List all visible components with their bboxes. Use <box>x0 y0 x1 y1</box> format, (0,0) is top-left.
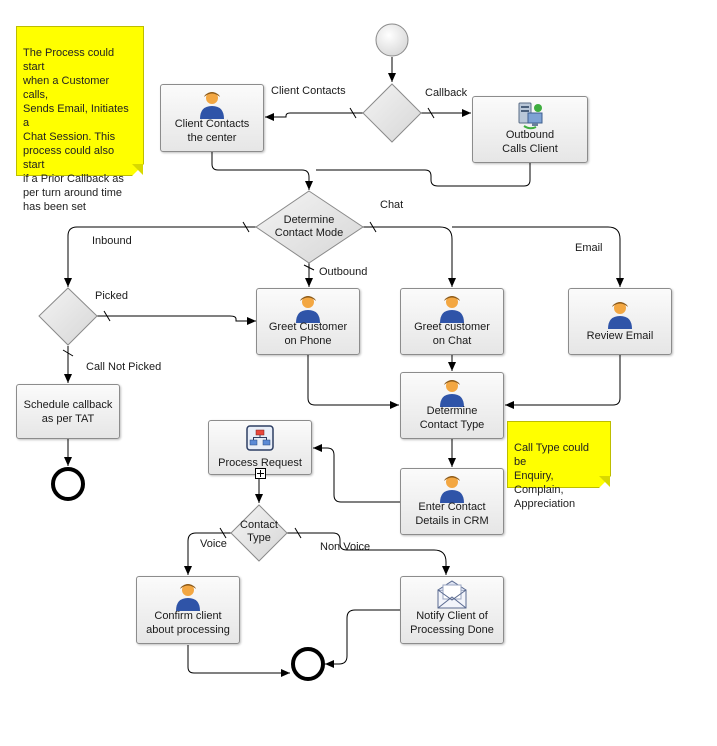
task-label: Greet customer on Chat <box>414 321 490 347</box>
task-label: Enter Contact Details in CRM <box>415 501 489 527</box>
task-label: Greet Customer on Phone <box>268 321 348 347</box>
flow-label-email: Email <box>575 242 603 254</box>
task-label: Outbound Calls Client <box>502 129 558 155</box>
flow-email-to-type <box>505 355 621 409</box>
note-fold-shadow <box>132 164 143 175</box>
callback-gateway[interactable] <box>362 83 422 143</box>
flow-crm-to-process <box>313 444 400 503</box>
task-label: Review Email <box>586 330 654 342</box>
gateway-label-contact-type: Contact Type <box>240 519 278 544</box>
picked-gateway[interactable] <box>38 287 98 346</box>
flow-label-picked: Picked <box>95 290 129 302</box>
task-review-email[interactable]: Review Email <box>568 288 672 355</box>
flow-label-call-not-picked: Call Not Picked <box>86 361 162 373</box>
note-fold-shadow <box>599 476 610 487</box>
flow-phone-to-type <box>307 355 399 409</box>
flow-client-contacts <box>265 112 363 121</box>
person-icon <box>296 296 320 323</box>
task-label: Confirm client about processing <box>146 610 230 636</box>
flow-voice <box>184 532 231 575</box>
task-label: Notify Client of Processing Done <box>410 610 494 636</box>
flow-label-inbound: Inbound <box>92 235 132 247</box>
flow-label-outbound: Outbound <box>319 266 368 278</box>
flow-email <box>452 226 624 287</box>
contact-type-gateway[interactable] <box>230 504 288 562</box>
task-notify-client[interactable]: Notify Client of Processing Done <box>400 576 504 644</box>
gateway-label-determine-contact-mode: Determine Contact Mode <box>274 214 344 239</box>
flow-confirm-to-end <box>187 645 290 677</box>
flow-label-voice: Voice <box>200 538 227 550</box>
task-greet-customer-chat[interactable]: Greet customer on Chat <box>400 288 504 355</box>
task-outbound-calls-client[interactable]: Outbound Calls Client <box>472 96 588 163</box>
person-icon <box>440 380 464 407</box>
task-label: Determine Contact Type <box>419 405 485 431</box>
call-type-note: Call Type could be Enquiry, Complain, Ap… <box>507 421 611 510</box>
end-event-main[interactable] <box>291 647 325 681</box>
task-label: Schedule callback as per TAT <box>23 399 113 425</box>
task-label: Process Request <box>218 457 302 469</box>
flow-label-non-voice: Non Voice <box>320 541 371 553</box>
envelope-icon <box>437 580 467 609</box>
start-condition-note: The Process could start when a Customer … <box>16 26 144 213</box>
flow-label-client-contacts: Client Contacts <box>271 85 346 97</box>
end-event-callback[interactable] <box>51 467 85 501</box>
subprocess-expand-icon[interactable] <box>255 468 266 479</box>
flow-inbound <box>64 226 256 287</box>
start-event[interactable] <box>375 23 409 57</box>
flow-label-callback: Callback <box>425 87 468 99</box>
task-label: Client Contacts the center <box>174 118 250 144</box>
task-greet-customer-phone[interactable]: Greet Customer on Phone <box>256 288 360 355</box>
person-icon <box>608 302 632 329</box>
flow-chat <box>363 226 456 287</box>
person-icon <box>200 92 224 119</box>
task-determine-contact-type[interactable]: Determine Contact Type <box>400 372 504 439</box>
flow-label-chat: Chat <box>380 199 404 211</box>
flow-client-to-mode <box>211 152 313 190</box>
org-chart-icon <box>246 425 274 451</box>
flow-outbound-to-mode <box>316 163 531 187</box>
task-confirm-client[interactable]: Confirm client about processing <box>136 576 240 644</box>
flow-non-voice <box>287 532 450 575</box>
server-computer-icon <box>518 102 543 130</box>
task-schedule-callback[interactable]: Schedule callback as per TAT <box>16 384 120 439</box>
start-condition-note-text: The Process could start when a Customer … <box>23 47 129 213</box>
subprocess-process-request[interactable]: Process Request <box>208 420 312 479</box>
person-icon <box>176 584 200 611</box>
flow-picked <box>97 315 256 325</box>
determine-contact-mode-gateway[interactable] <box>255 190 364 264</box>
person-icon <box>440 476 464 503</box>
task-enter-contact-details[interactable]: Enter Contact Details in CRM <box>400 468 504 535</box>
flow-notify-to-end <box>325 609 400 668</box>
person-icon <box>440 296 464 323</box>
task-client-contacts-center[interactable]: Client Contacts the center <box>160 84 264 152</box>
call-type-note-text: Call Type could be Enquiry, Complain, Ap… <box>514 442 590 510</box>
